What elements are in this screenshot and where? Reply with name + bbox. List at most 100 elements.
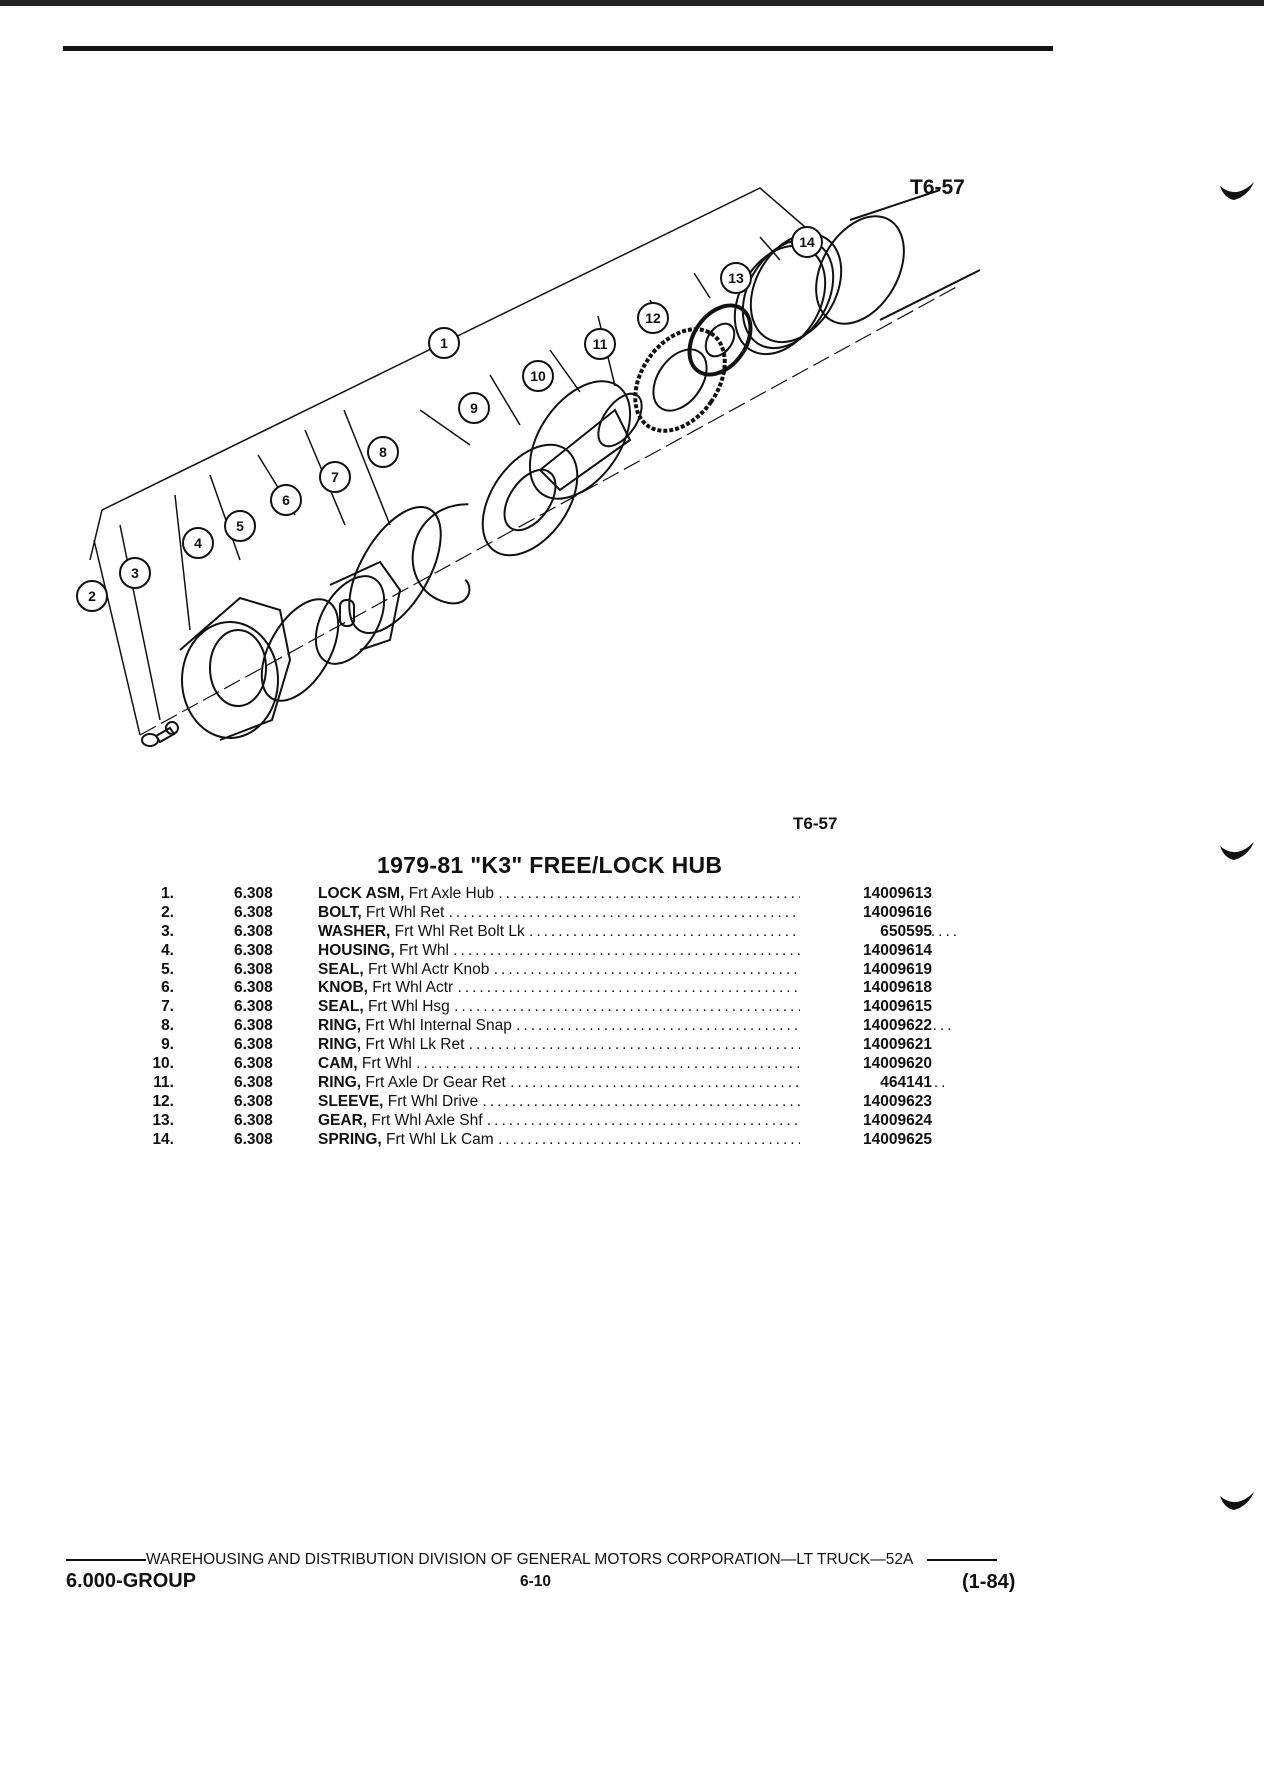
part-description: BOLT, Frt Whl Ret ......................…: [318, 904, 958, 922]
part-detail: Frt Whl Drive: [383, 1092, 483, 1110]
part-name: HOUSING,: [318, 941, 395, 959]
exploded-parts-diagram: [89, 187, 981, 747]
part-detail: Frt Whl Actr: [367, 979, 458, 997]
part-description: HOUSING, Frt Whl .......................…: [318, 942, 958, 960]
axle-tube: [815, 189, 981, 325]
item-number: 1.: [161, 885, 174, 902]
part-number: 14009619: [800, 960, 932, 979]
washer-part: [165, 721, 179, 735]
figure-reference-top: T6-57: [910, 176, 965, 199]
group-number: 6.308: [234, 885, 273, 902]
part-detail: Frt Whl: [394, 941, 454, 959]
group-number: 6.308: [234, 1130, 273, 1148]
part-name: SLEEVE,: [318, 1092, 384, 1110]
group-number: 6.308: [234, 1055, 273, 1073]
part-name: SPRING,: [318, 1130, 382, 1148]
parts-list: 1. 6.308 LOCK ASM, Frt Axle Hub ..........…: [140, 885, 958, 1150]
dot-leader: ........................................…: [457, 979, 896, 997]
item-number: 12.: [152, 1092, 174, 1110]
housing-seal-part: [348, 506, 442, 634]
snap-ring-part: [411, 503, 471, 605]
part-detail: Frt Whl Lk Ret: [361, 1036, 469, 1054]
center-axis-line: [139, 284, 961, 736]
footer-date: (1-84): [962, 1571, 1016, 1593]
part-description: SEAL, Frt Whl Hsg ......................…: [318, 998, 958, 1016]
item-number: 5.: [161, 960, 174, 978]
part-number: 14009618: [800, 979, 932, 998]
footer-division-line: WAREHOUSING AND DISTRIBUTION DIVISION OF…: [66, 1551, 1026, 1569]
part-number: 14009623: [800, 1092, 932, 1111]
part-number: 14009624: [800, 1111, 932, 1130]
group-number: 6.308: [234, 960, 273, 978]
item-number: 7.: [161, 998, 174, 1016]
drive-sleeve-part: [633, 327, 727, 433]
part-description: CAM, Frt Whl ...........................…: [318, 1055, 958, 1073]
group-number: 6.308: [234, 1073, 273, 1091]
top-edge-rule: [0, 0, 1264, 10]
footer-group-label: 6.000-GROUP: [66, 1570, 197, 1592]
part-detail: Frt Whl Ret: [361, 903, 449, 921]
lock-cam-spring-part: [733, 232, 843, 356]
binder-hole-mark: [1220, 182, 1254, 200]
part-detail: Frt Whl Internal Snap: [361, 1017, 517, 1035]
footer-division-text: WAREHOUSING AND DISTRIBUTION DIVISION OF…: [146, 1551, 913, 1568]
part-number: 14009615: [800, 998, 932, 1017]
part-detail: Frt Axle Hub: [404, 885, 499, 902]
part-number: 464141: [800, 1073, 932, 1092]
part-name: WASHER,: [318, 922, 391, 940]
part-number: 14009625: [800, 1130, 932, 1149]
part-detail: Frt Whl: [357, 1055, 417, 1073]
group-number: 6.308: [234, 998, 273, 1016]
part-number: 14009614: [800, 941, 932, 960]
part-name: SEAL,: [318, 998, 364, 1016]
part-number: 14009616: [800, 903, 932, 922]
part-name: RING,: [318, 1017, 362, 1035]
item-number: 14.: [152, 1130, 174, 1148]
part-name: RING,: [318, 1036, 362, 1054]
part-name: KNOB,: [318, 979, 368, 997]
part-name: BOLT,: [318, 903, 362, 921]
part-number: 14009613: [800, 885, 932, 903]
group-number: 6.308: [234, 979, 273, 997]
table-row: 7. 6.308 SEAL, Frt Whl Hsg ...............…: [140, 998, 940, 1017]
assembly-bracket-line: [89, 509, 103, 561]
footer-rule: [926, 1559, 997, 1561]
part-description: RING, Frt Whl Lk Ret ...................…: [318, 1036, 958, 1054]
part-detail: Frt Whl Hsg: [363, 998, 455, 1016]
lock-retainer-ring-part: [481, 443, 579, 557]
knob-part: [314, 560, 402, 665]
assembly-bracket-line: [101, 187, 821, 511]
part-name: LOCK ASM,: [318, 885, 405, 902]
group-number: 6.308: [234, 1092, 273, 1110]
dot-leader: ........................................…: [416, 1055, 855, 1073]
item-number: 11.: [153, 1073, 174, 1091]
part-name: RING,: [318, 1073, 362, 1091]
axle-shaft-gear-part: [687, 303, 753, 377]
item-number: 3.: [161, 922, 174, 940]
item-number: 8.: [161, 1017, 174, 1035]
item-number: 9.: [161, 1036, 174, 1054]
part-detail: Frt Whl Ret Bolt Lk: [390, 922, 530, 940]
binder-hole-mark: [1220, 842, 1254, 860]
item-number: 10.: [152, 1055, 174, 1073]
part-number: 14009621: [800, 1036, 932, 1055]
part-number: 14009620: [800, 1055, 932, 1074]
parts-table-title: 1979-81 "K3" FREE/LOCK HUB: [377, 852, 723, 878]
dot-leader: ........................................…: [454, 998, 893, 1016]
part-name: SEAL,: [318, 960, 364, 978]
part-detail: Frt Whl Axle Shf: [367, 1111, 487, 1129]
part-detail: Frt Whl Lk Cam: [381, 1130, 498, 1148]
cam-part: [528, 380, 632, 500]
item-number: 4.: [161, 941, 174, 959]
item-number: 13.: [152, 1111, 174, 1129]
figure-reference-bottom: T6-57: [793, 814, 838, 833]
